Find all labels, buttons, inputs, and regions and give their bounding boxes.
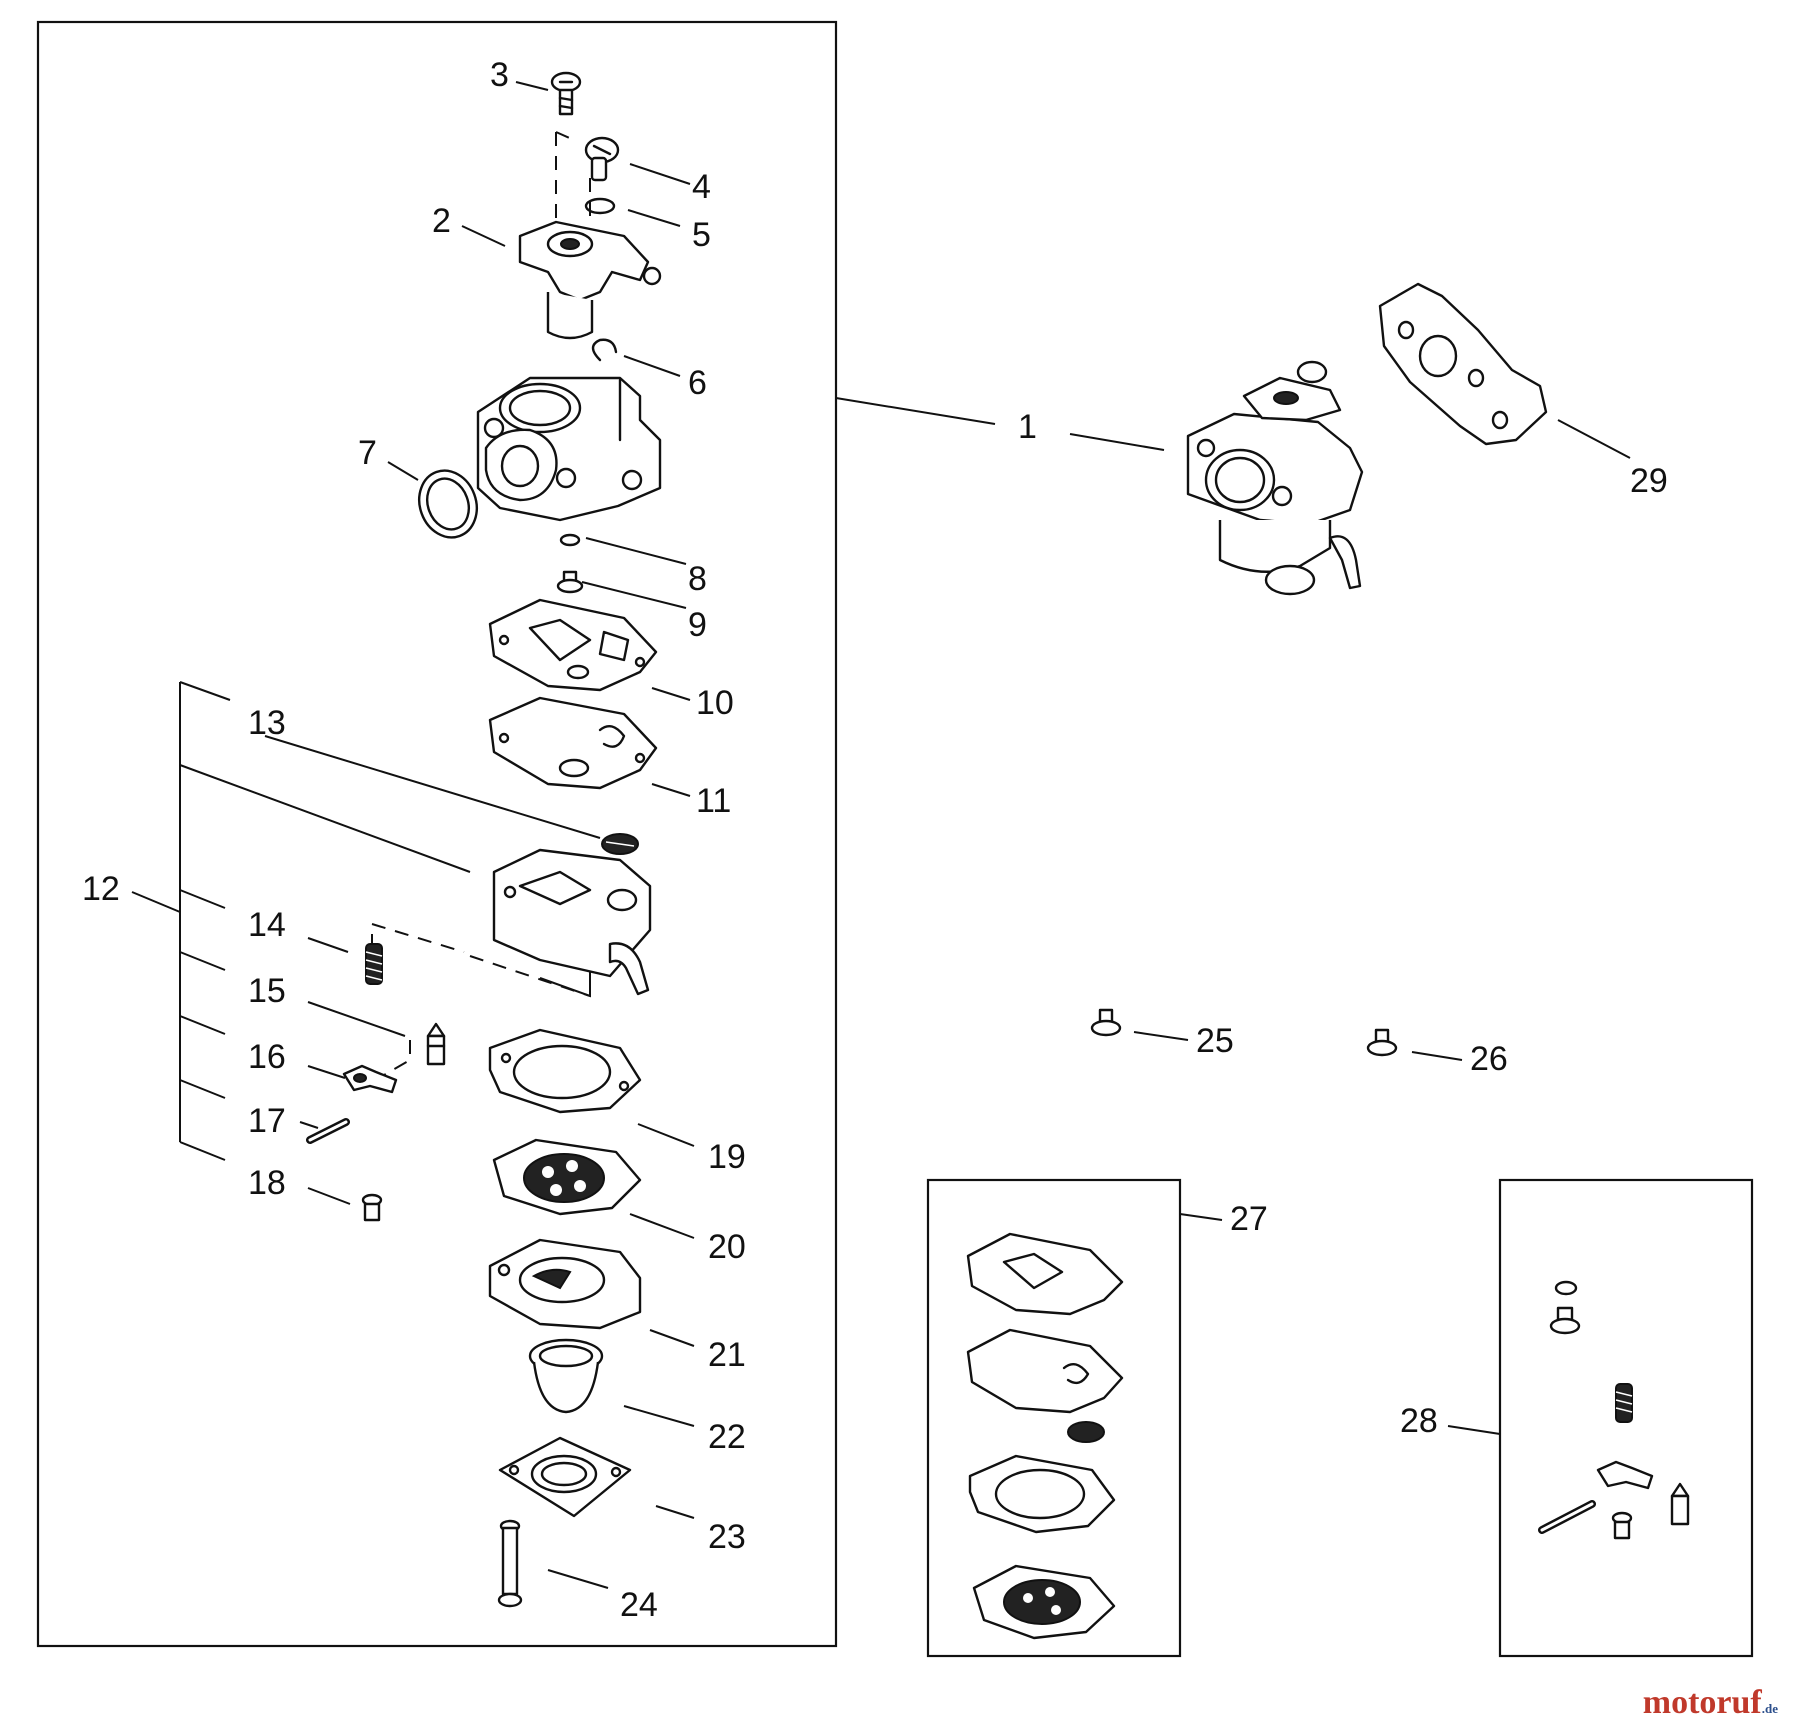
callout-17: 17 (248, 1102, 286, 1140)
kit-27-contents (966, 1232, 1124, 1640)
callout-9: 9 (688, 606, 707, 644)
callout-18: 18 (248, 1164, 286, 1202)
callout-6: 6 (688, 364, 707, 402)
part-25-valve (1090, 1008, 1122, 1037)
part-19-gasket (488, 1028, 642, 1114)
callout-12: 12 (82, 870, 120, 908)
brand-suffix: .de (1761, 1701, 1778, 1716)
callout-4: 4 (692, 168, 711, 206)
part-carburetor-body (476, 376, 662, 522)
callout-15: 15 (248, 972, 286, 1010)
callout-29: 29 (1630, 462, 1668, 500)
callout-labels: 3 4 5 2 6 7 8 9 10 11 13 12 14 15 16 17 … (82, 56, 1668, 1624)
repair-kit-frame (1498, 1178, 1754, 1658)
part-14-spring (365, 943, 383, 985)
leader-lines (131, 81, 1631, 1589)
part-4-adjust-screw (584, 136, 620, 182)
brand-name: motoruf (1642, 1684, 1762, 1721)
part-1-carburetor-assembly (1186, 360, 1364, 596)
callout-2: 2 (432, 202, 451, 240)
callout-26: 26 (1470, 1040, 1508, 1078)
callout-24: 24 (620, 1586, 658, 1624)
part-5-washer (584, 197, 616, 215)
part-20-diaphragm (492, 1138, 642, 1216)
part-22-primer-bulb (528, 1338, 604, 1414)
callout-14: 14 (248, 906, 286, 944)
part-24-screw (497, 1519, 523, 1608)
part-3-screw (550, 71, 582, 116)
callout-13: 13 (248, 704, 286, 742)
kit-28-contents (1538, 1280, 1690, 1540)
part-10-gasket (488, 598, 658, 692)
gasket-kit-frame (926, 1178, 1182, 1658)
callout-8: 8 (688, 560, 707, 598)
callout-3: 3 (490, 56, 509, 94)
callout-7: 7 (358, 434, 377, 472)
carburetor-assembly-frame (36, 20, 838, 1648)
part-23-retainer (498, 1436, 632, 1518)
callout-20: 20 (708, 1228, 746, 1266)
part-7-o-ring (418, 469, 478, 539)
callout-11: 11 (696, 782, 731, 820)
part-15-needle (426, 1022, 446, 1066)
part-13-filter-screen (601, 833, 639, 855)
part-6-clip (591, 338, 618, 362)
callout-27: 27 (1230, 1200, 1268, 1238)
callout-5: 5 (692, 216, 711, 254)
part-16-lever (342, 1064, 398, 1094)
part-8-washer (559, 533, 581, 547)
part-pump-body (492, 848, 652, 996)
part-2-throttle-lever (518, 220, 662, 340)
callout-16: 16 (248, 1038, 286, 1076)
callout-10: 10 (696, 684, 734, 722)
callout-21: 21 (708, 1336, 746, 1374)
part-26-valve (1366, 1028, 1398, 1057)
callout-28: 28 (1400, 1402, 1438, 1440)
callout-1: 1 (1018, 408, 1037, 446)
callout-25: 25 (1196, 1022, 1234, 1060)
part-11-diaphragm (488, 696, 658, 790)
callout-22: 22 (708, 1418, 746, 1456)
callout-19: 19 (708, 1138, 746, 1176)
part-18-screw (361, 1193, 383, 1222)
brand-watermark: motoruf.de (1643, 1684, 1778, 1722)
part-29-insulator (1378, 282, 1548, 446)
part-9-valve (556, 570, 584, 594)
callout-23: 23 (708, 1518, 746, 1556)
part-21-cover (488, 1238, 642, 1330)
